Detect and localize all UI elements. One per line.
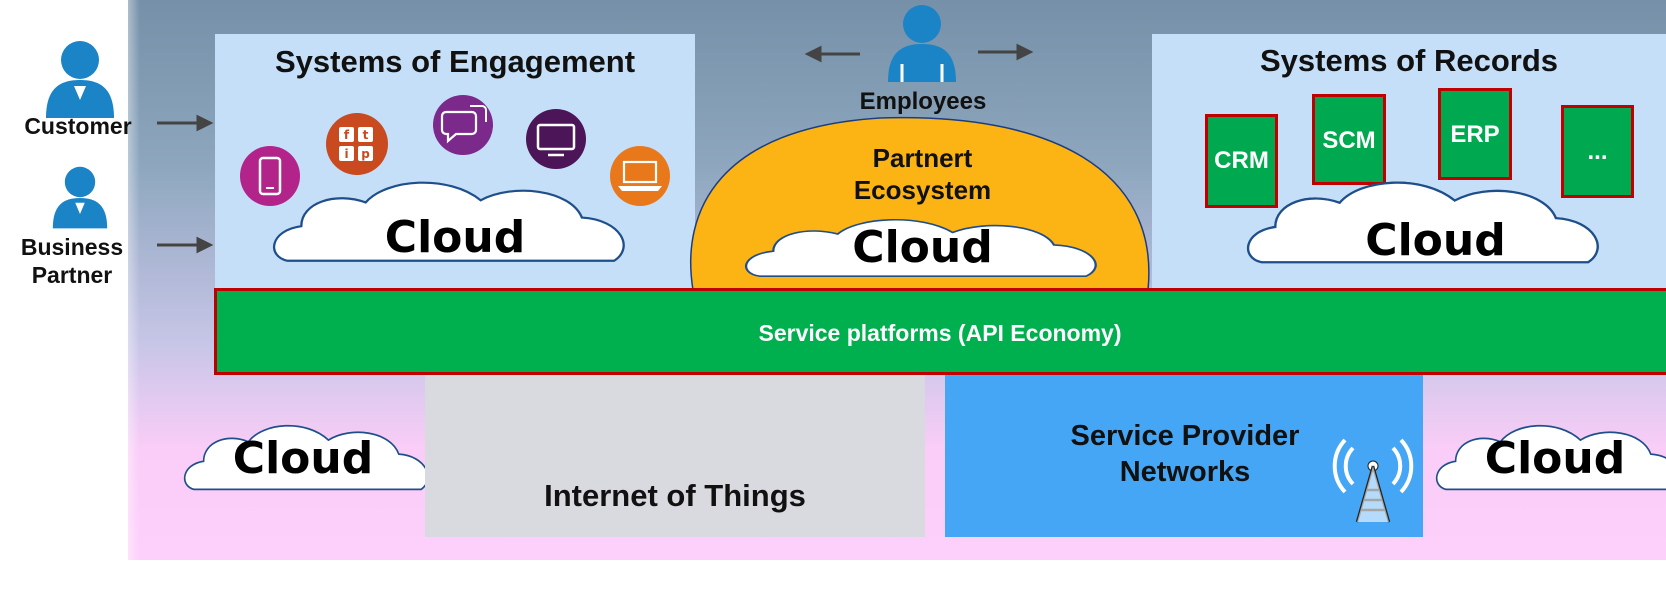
- customer-label: Customer: [24, 113, 132, 139]
- scm-box: SCM: [1312, 94, 1386, 185]
- desktop-monitor-icon: [526, 109, 586, 169]
- iot-label: Internet of Things: [544, 478, 806, 513]
- ecosystem-line2: Ecosystem: [853, 175, 992, 205]
- social-t-letter: t: [363, 128, 369, 142]
- erp-box: ERP: [1438, 88, 1512, 180]
- records-title: Systems of Records: [1259, 43, 1559, 78]
- employees-arrow-left: [804, 45, 860, 63]
- business-partner-label-line2: Partner: [31, 262, 113, 288]
- customer-icon: [46, 41, 114, 118]
- customer-arrow: [157, 114, 214, 132]
- antenna-tower-icon: [1332, 438, 1414, 523]
- mobile-phone-icon: [240, 146, 300, 206]
- more-records-box: ...: [1561, 105, 1634, 198]
- ecosystem-line1: Partnert: [872, 143, 973, 173]
- employees-icon: [888, 5, 956, 82]
- crm-box: CRM: [1205, 114, 1278, 208]
- service-provider-line1: Service Provider: [1070, 420, 1300, 452]
- laptop-icon: [610, 146, 670, 206]
- records-cloud-label: Cloud: [1365, 215, 1506, 266]
- engagement-title: Systems of Engagement: [274, 44, 636, 79]
- background-fade: [110, 0, 140, 560]
- engagement-cloud-label: Cloud: [384, 212, 526, 263]
- chat-bubble-icon: [433, 95, 493, 155]
- social-p-letter: p: [361, 147, 370, 161]
- bottom-left-cloud-label: Cloud: [232, 433, 374, 484]
- service-platform-bar: [214, 288, 1666, 375]
- ecosystem-cloud-label: Cloud: [852, 222, 993, 273]
- social-i-letter: i: [344, 147, 348, 161]
- employees-arrow-right: [978, 43, 1034, 61]
- business-partner-icon: [52, 166, 108, 229]
- employees-label: Employees: [859, 88, 987, 115]
- business-partner-arrow: [157, 236, 214, 254]
- service-platform-label: Service platforms (API Economy): [758, 320, 1122, 346]
- service-provider-line2: Networks: [1119, 456, 1251, 488]
- social-f-letter: f: [344, 128, 350, 142]
- iot-box: [425, 375, 925, 537]
- bottom-right-cloud-label: Cloud: [1484, 433, 1626, 484]
- service-provider-box: [945, 375, 1423, 537]
- social-media-icon: f t i p: [326, 113, 388, 175]
- business-partner-label-line1: Business: [20, 234, 124, 260]
